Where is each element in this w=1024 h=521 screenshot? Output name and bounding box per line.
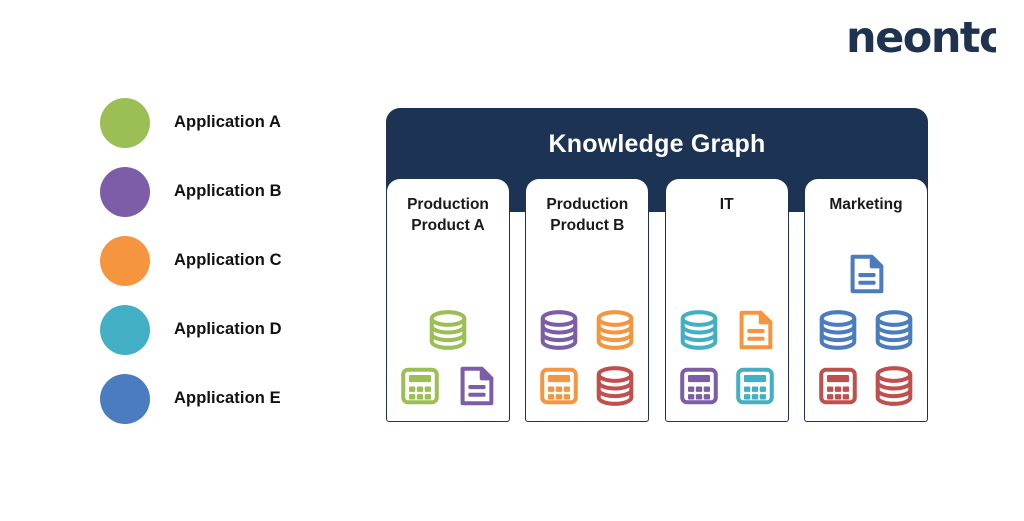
icon-database[interactable] [590, 361, 640, 411]
icon-row [674, 361, 780, 411]
icon-document[interactable] [451, 361, 501, 411]
legend-dot-purple-icon [100, 166, 150, 217]
calculator-icon [735, 367, 774, 405]
icon-calculator[interactable] [730, 361, 780, 411]
legend-item-application-e[interactable]: Application E [100, 364, 370, 433]
legend-dot-blue-icon [100, 373, 150, 424]
legend-item-application-d[interactable]: Application D [100, 295, 370, 364]
icon-database[interactable] [869, 305, 919, 355]
legend-label-application-a: Application A [174, 113, 282, 131]
icon-row [423, 305, 473, 355]
icon-document[interactable] [730, 305, 780, 355]
icon-row [395, 361, 501, 411]
kg-icons-it [666, 305, 788, 411]
kg-card-title-marketing: Marketing [829, 196, 903, 213]
legend-label-application-c: Application C [174, 251, 282, 269]
icon-database[interactable] [813, 305, 863, 355]
calculator-icon [819, 367, 857, 405]
document-icon [850, 254, 884, 294]
database-icon [875, 310, 913, 350]
icon-calculator[interactable] [534, 361, 584, 411]
icon-database[interactable] [423, 305, 473, 355]
calculator-icon [401, 367, 439, 405]
calculator-icon [540, 367, 579, 405]
legend-label-application-b: Application B [174, 182, 282, 200]
neonto-logo-icon: neonto [846, 16, 996, 62]
icon-calculator[interactable] [395, 361, 445, 411]
document-icon [460, 366, 494, 406]
database-icon [680, 310, 717, 350]
kg-icons-production-product-b [526, 305, 648, 411]
kg-card-production-product-b[interactable]: Production Product B [525, 178, 650, 422]
icon-row [841, 249, 891, 299]
kg-card-it[interactable]: IT [664, 178, 789, 422]
database-icon [819, 310, 857, 350]
database-icon [597, 366, 634, 406]
database-icon [541, 310, 578, 350]
knowledge-graph-title: Knowledge Graph [548, 130, 766, 158]
icon-calculator[interactable] [813, 361, 863, 411]
icon-document[interactable] [841, 249, 891, 299]
kg-card-title-production-product-b: Production Product B [546, 196, 629, 234]
brand-logo-text: neonto [846, 16, 996, 62]
application-legend: Application A Application B Application … [100, 88, 370, 433]
legend-dot-cyan-icon [100, 304, 150, 355]
icon-row [813, 361, 919, 411]
knowledge-graph-columns: Production Product A Production Product … [386, 178, 928, 424]
icon-row [674, 305, 780, 355]
kg-card-title-it: IT [719, 196, 734, 213]
icon-row [534, 361, 640, 411]
legend-item-application-b[interactable]: Application B [100, 157, 370, 226]
legend-label-application-d: Application D [174, 320, 282, 338]
kg-card-title-production-product-a: Production Product A [407, 196, 489, 234]
kg-icons-production-product-a [387, 305, 509, 411]
document-icon [739, 310, 773, 350]
database-icon [875, 366, 913, 406]
calculator-icon [679, 367, 718, 405]
icon-row [534, 305, 640, 355]
database-icon [597, 310, 634, 350]
icon-calculator[interactable] [674, 361, 724, 411]
brand-logo: neonto [846, 16, 996, 62]
icon-database[interactable] [869, 361, 919, 411]
legend-item-application-c[interactable]: Application C [100, 226, 370, 295]
kg-card-production-product-a[interactable]: Production Product A [386, 178, 510, 422]
legend-label-application-e: Application E [174, 389, 281, 407]
icon-database[interactable] [674, 305, 724, 355]
icon-database[interactable] [534, 305, 584, 355]
kg-card-marketing[interactable]: Marketing [803, 178, 928, 422]
icon-database[interactable] [590, 305, 640, 355]
legend-dot-orange-icon [100, 235, 150, 286]
legend-dot-green-icon [100, 97, 150, 148]
icon-row [813, 305, 919, 355]
legend-item-application-a[interactable]: Application A [100, 88, 370, 157]
kg-icons-marketing [805, 249, 927, 411]
database-icon [429, 310, 467, 350]
